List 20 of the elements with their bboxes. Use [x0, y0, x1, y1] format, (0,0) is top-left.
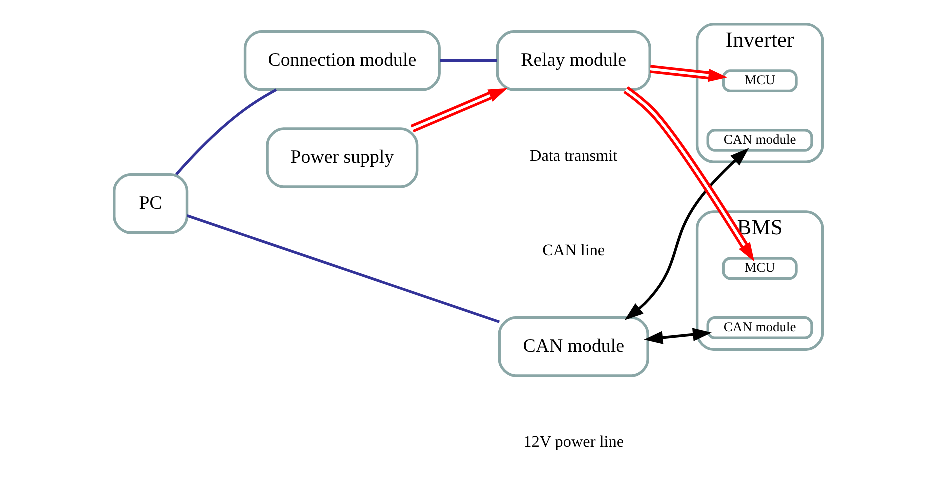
connector — [186, 214, 500, 324]
connector — [175, 88, 277, 176]
legend-label: CAN line — [542, 241, 605, 260]
node-box: MCU — [722, 257, 798, 280]
arrow — [649, 65, 728, 82]
node-box: CAN module — [706, 129, 813, 152]
node-box: Relay module — [496, 30, 651, 92]
node-box: CAN module — [706, 316, 813, 340]
arrow — [623, 86, 754, 262]
legend-label: 12V power line — [523, 432, 624, 451]
node-box: PC — [112, 174, 188, 234]
node-box: MCU — [722, 70, 798, 93]
connector — [440, 60, 497, 62]
node-box: CAN module — [498, 316, 649, 378]
node-box: Connection module — [243, 30, 440, 92]
arrow — [410, 88, 508, 133]
arrow — [624, 148, 749, 320]
arrow — [644, 328, 712, 344]
node-box: Power supply — [266, 128, 418, 188]
legend-label: Data transmit — [530, 146, 618, 165]
